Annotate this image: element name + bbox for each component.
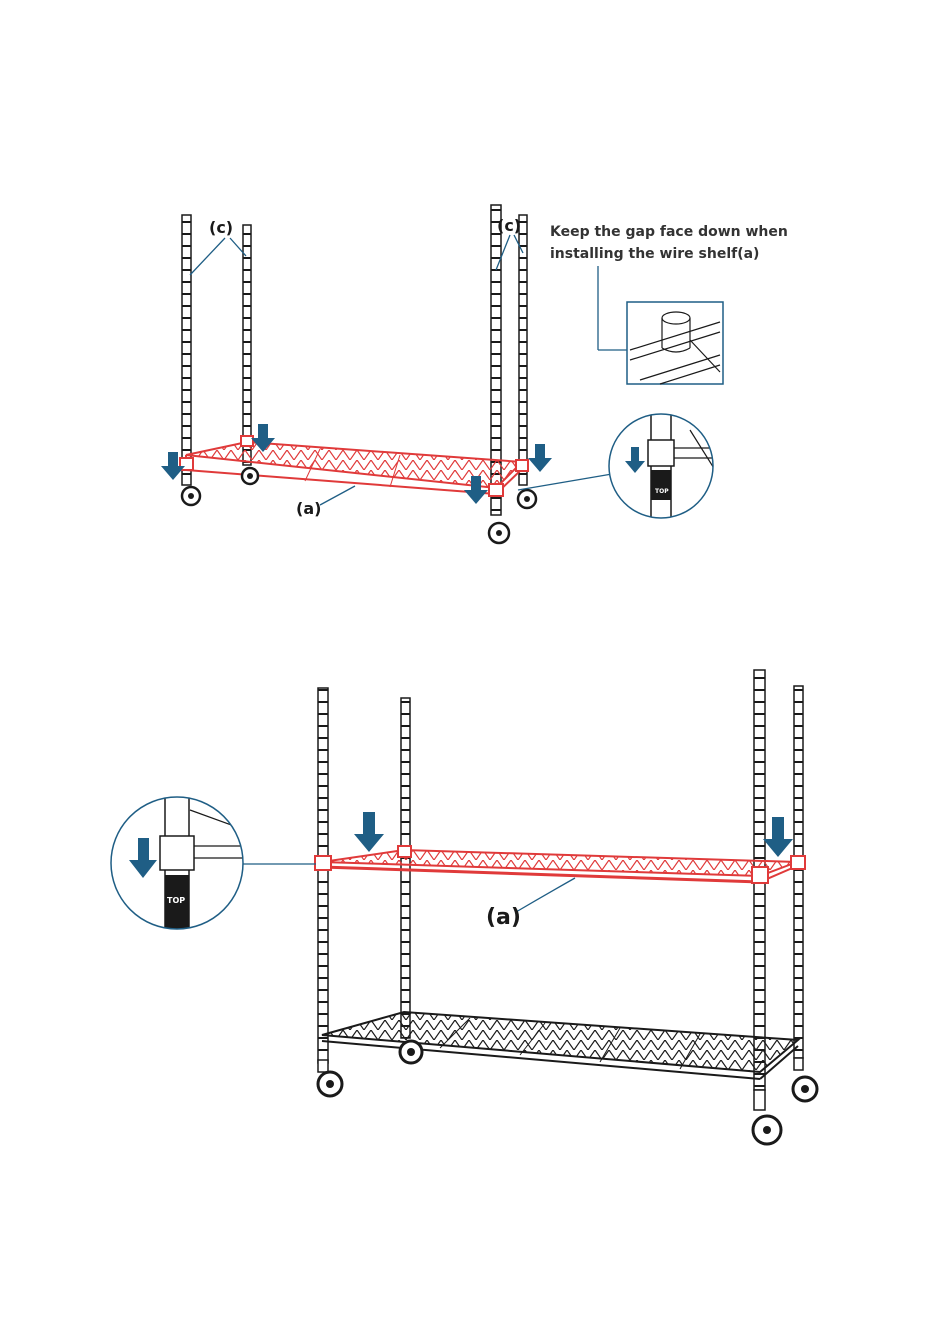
wire-shelf-bottom [322,1012,798,1079]
note-line-1: Keep the gap face down when [550,224,788,240]
label-wire-shelf-a: (a) [486,905,521,930]
caster-wheel-icon [318,1060,342,1096]
post [243,225,251,465]
arrow-down-icon [528,444,552,472]
label-post-c-right: (c) [497,216,521,235]
gap-detail-inset [598,266,723,384]
caster-wheel-icon [793,1058,817,1101]
caster-wheel-icon [489,523,509,543]
post [318,688,328,1063]
step1-figure: (c) (c) (a) Keep the gap face down when … [161,205,788,543]
caster-wheel-icon [242,468,258,484]
wire-shelf-a [315,846,805,883]
post [519,215,527,485]
label-post-c-left: (c) [209,218,233,237]
post [401,698,410,1038]
top-mark: TOP [655,488,669,495]
post [182,215,191,485]
caster-wheel-icon [753,1090,781,1144]
caster-wheel-icon [518,490,536,508]
caster-wheel-icon [182,487,200,505]
post [794,686,803,1058]
arrow-down-icon [354,812,384,852]
top-mark: TOP [167,896,185,905]
magnifier-circle-icon: TOP [111,795,245,935]
label-wire-shelf-a: (a) [296,499,321,518]
step2-figure: (a) TOP [111,670,817,1144]
caster-wheel-icon [400,1041,422,1063]
arrow-down-icon [763,817,793,857]
magnifier-circle-icon: TOP [609,410,715,520]
note-line-2: installing the wire shelf(a) [550,246,759,262]
